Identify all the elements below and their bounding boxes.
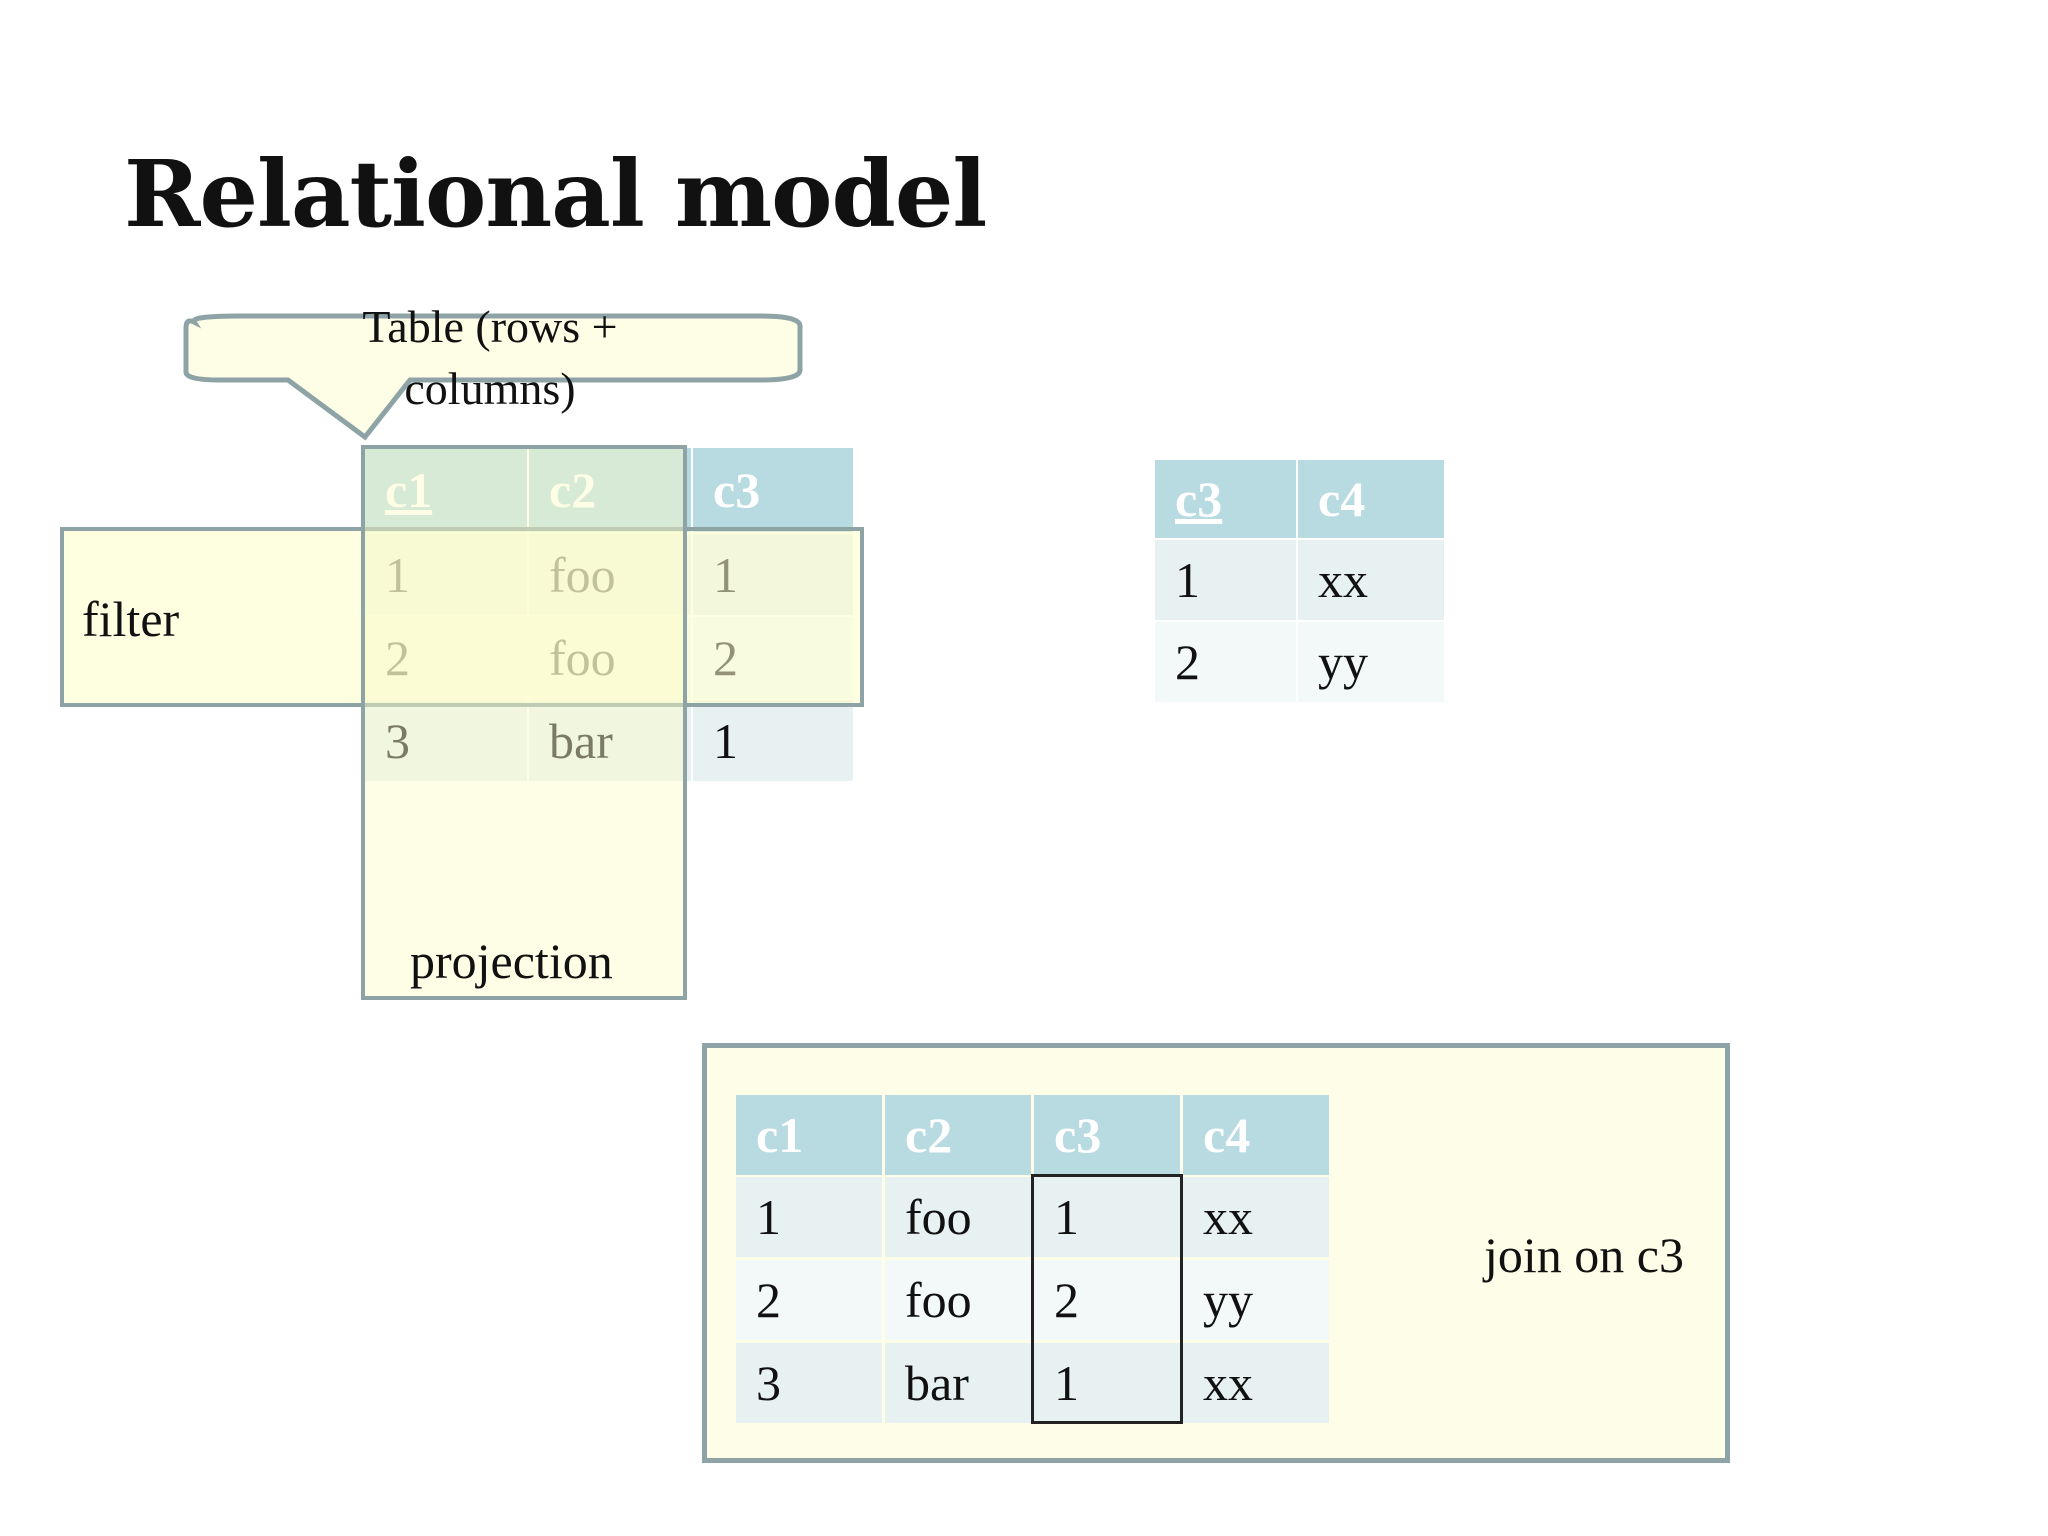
join-header-c2: c2 (885, 1095, 1031, 1175)
join-cell: bar (885, 1343, 1031, 1423)
source-cell: 3 (365, 700, 527, 781)
source-header-c3: c3 (693, 448, 853, 532)
join-cell: 1 (1034, 1343, 1180, 1423)
source-header-c2: c2 (529, 448, 691, 532)
slide-title: Relational model (124, 140, 987, 248)
filter-label: filter (82, 591, 180, 647)
join-cell: 1 (736, 1177, 882, 1257)
callout-text: Table (rows + columns) (362, 301, 618, 414)
lookup-cell: yy (1298, 622, 1444, 702)
join-cell: xx (1183, 1343, 1329, 1423)
lookup-header-c3: c3 (1155, 460, 1296, 538)
lookup-header-c4: c4 (1298, 460, 1444, 538)
join-cell: foo (885, 1260, 1031, 1340)
source-header-c1: c1 (365, 448, 527, 532)
join-header-c4: c4 (1183, 1095, 1329, 1175)
join-cell: 1 (1034, 1177, 1180, 1257)
callout-bubble (183, 313, 803, 441)
join-cell: xx (1183, 1177, 1329, 1257)
source-cell: 1 (693, 700, 853, 781)
join-header-c3: c3 (1034, 1095, 1180, 1175)
source-cell: bar (529, 700, 691, 781)
join-cell: 2 (1034, 1260, 1180, 1340)
join-cell: foo (885, 1177, 1031, 1257)
join-cell: yy (1183, 1260, 1329, 1340)
join-header-c1: c1 (736, 1095, 882, 1175)
lookup-cell: xx (1298, 540, 1444, 620)
join-cell: 3 (736, 1343, 882, 1423)
join-key-highlight (1031, 1174, 1183, 1424)
lookup-cell: 2 (1155, 622, 1296, 702)
join-label: join on c3 (1484, 1227, 1684, 1283)
projection-label: projection (410, 933, 613, 989)
join-cell: 2 (736, 1260, 882, 1340)
projection-region (361, 445, 687, 1000)
lookup-cell: 1 (1155, 540, 1296, 620)
filter-region (60, 527, 864, 707)
